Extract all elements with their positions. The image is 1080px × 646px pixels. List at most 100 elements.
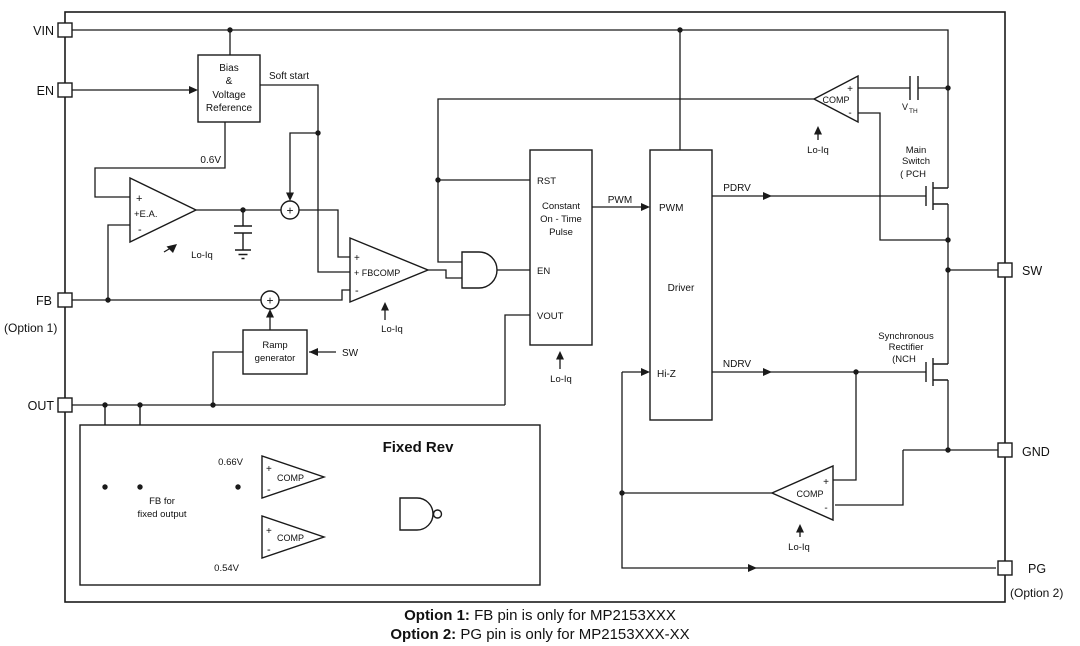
pwm-signal-label: PWM xyxy=(608,195,632,206)
footnote-option1: Option 1: FB pin is only for MP2153XXX xyxy=(0,606,1080,625)
fixed-fb-line1: FB for xyxy=(149,496,175,507)
driver-name: Driver xyxy=(668,283,695,294)
bias-line3: Voltage xyxy=(212,90,246,101)
compensation-cap xyxy=(234,210,252,260)
arrowhead xyxy=(556,351,564,360)
sum1-output-wire xyxy=(299,209,350,258)
arrowhead xyxy=(796,524,804,533)
arrowhead xyxy=(309,348,318,356)
comp-top-output-wire xyxy=(437,98,814,263)
fixed-comp2-symbol xyxy=(261,515,327,559)
vth-label: V xyxy=(902,102,908,112)
ramp-line2: generator xyxy=(255,353,296,364)
pin-label-vin: VIN xyxy=(33,24,54,38)
pin-pg-square xyxy=(997,560,1013,576)
cot-line3: Pulse xyxy=(549,227,573,238)
footnotes: Option 1: FB pin is only for MP2153XXX O… xyxy=(0,606,1080,644)
fbcomp-symbol xyxy=(349,236,430,304)
out-wire xyxy=(72,314,530,406)
comp-top-symbol xyxy=(812,74,859,124)
arrowhead xyxy=(166,244,177,253)
fixed-comp2-name: COMP xyxy=(277,533,304,543)
gnd-net-wire xyxy=(835,380,998,506)
pin-gnd-square xyxy=(997,442,1013,458)
ramp-sw-label: SW xyxy=(342,348,359,359)
bias-line4: Reference xyxy=(206,103,253,114)
ramp-generator-block xyxy=(242,329,308,375)
pwm-driver-block xyxy=(649,149,713,421)
main-switch-line3: ( PCH xyxy=(900,169,926,180)
fbcomp-name: + FBCOMP xyxy=(354,268,400,278)
sum2-sign: + xyxy=(266,294,273,308)
vth-sub-label: TH xyxy=(909,108,918,115)
pin-label-en: EN xyxy=(37,84,54,98)
arrowhead xyxy=(286,192,294,201)
comp-top-plus: + xyxy=(847,84,853,95)
ramp-line1: Ramp xyxy=(262,340,287,351)
comp-top-minus: - xyxy=(848,108,851,119)
pin-label-out: OUT xyxy=(28,399,55,413)
arrowheads xyxy=(166,86,822,572)
vin-rail xyxy=(72,29,949,188)
blocks xyxy=(79,54,859,586)
pin-fb-square xyxy=(57,292,73,308)
option1-text: FB pin is only for MP2153XXX xyxy=(469,607,676,624)
and-gate-symbol xyxy=(461,251,498,289)
comp-top-input-wires xyxy=(858,87,948,241)
pin-sw-square xyxy=(997,262,1013,278)
fixed-comp2-minus: - xyxy=(267,544,271,556)
cot-loiq-label: Lo-Iq xyxy=(550,374,572,385)
arrowhead xyxy=(641,203,650,211)
ea-name: +E.A. xyxy=(134,209,158,220)
nand-gate-symbol xyxy=(399,497,434,531)
pin-label-pg: PG xyxy=(1028,562,1046,576)
ea-minus-input-wire xyxy=(107,224,130,300)
fbcomp-output-wire xyxy=(428,269,462,279)
comp-bottom-name: COMP xyxy=(797,489,824,499)
pch-transistor-symbol xyxy=(925,182,948,210)
driver-pwm: PWM xyxy=(659,203,683,214)
sync-rect-line2: Rectifier xyxy=(889,342,924,353)
fixed-vref-low-label: 0.54V xyxy=(214,563,239,574)
error-amp-symbol xyxy=(129,176,198,244)
soft-start-label: Soft start xyxy=(269,71,309,82)
cot-rst: RST xyxy=(537,176,556,187)
junction-dots xyxy=(102,27,951,496)
arrowhead xyxy=(641,368,650,376)
arrowhead xyxy=(189,86,198,94)
comp-bottom-plus-wire xyxy=(833,372,857,481)
comp-top-name: COMP xyxy=(823,95,850,105)
sw-net-wire xyxy=(947,204,998,364)
option2-label: Option 2: xyxy=(390,626,457,643)
fixed-comp1-name: COMP xyxy=(277,473,304,483)
bias-line2: & xyxy=(226,76,233,87)
bias-line1: Bias xyxy=(219,63,238,74)
comp-bottom-minus: - xyxy=(824,503,827,514)
sync-rect-line1: Synchronous xyxy=(878,331,934,342)
pin-label-pg-note: (Option 2) xyxy=(1010,586,1063,600)
ea-loiq-label: Lo-Iq xyxy=(191,250,213,261)
pin-label-fb: FB xyxy=(36,294,52,308)
vref-label: 0.6V xyxy=(200,155,221,166)
ea-minus: - xyxy=(138,224,142,236)
arrowhead xyxy=(763,368,772,376)
arrowhead xyxy=(266,309,274,318)
cot-line1: Constant xyxy=(542,201,580,212)
fixed-vref-high-label: 0.66V xyxy=(218,457,243,468)
pin-squares xyxy=(57,22,1013,576)
sync-rect-line3: (NCH xyxy=(892,354,916,365)
pin-vin-square xyxy=(57,22,73,38)
sum1-sign: + xyxy=(286,204,293,218)
fixed-comp1-symbol xyxy=(261,455,327,499)
fixed-comp2-plus: + xyxy=(266,526,272,537)
fixed-comp1-plus: + xyxy=(266,464,272,475)
main-switch-line2: Switch xyxy=(902,156,930,167)
labels: VIN EN FB (Option 1) OUT SW GND PG (Opti… xyxy=(4,24,1063,600)
ndrv-label: NDRV xyxy=(723,359,751,370)
fbcomp-loiq-label: Lo-Iq xyxy=(381,324,403,335)
comp-top-loiq-label: Lo-Iq xyxy=(807,145,829,156)
vref-wire xyxy=(94,122,226,198)
pin-out-square xyxy=(57,397,73,413)
pin-label-sw: SW xyxy=(1022,264,1042,278)
